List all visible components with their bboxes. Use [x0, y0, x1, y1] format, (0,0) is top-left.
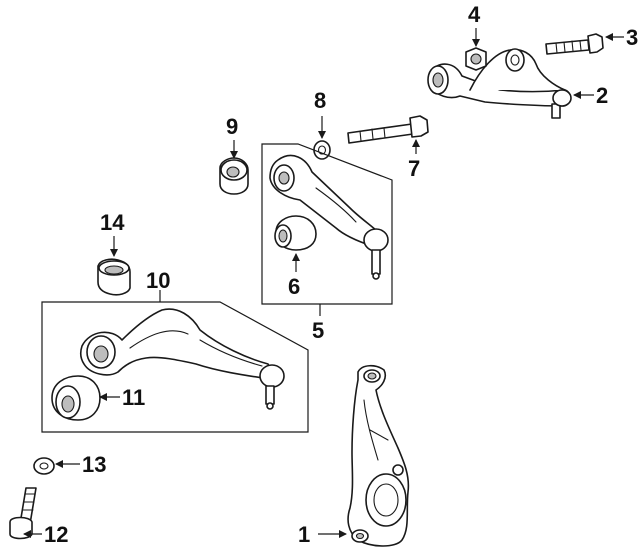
- bushing-front: [97, 258, 131, 296]
- callout-14: 14: [100, 210, 125, 257]
- callout-1-label: 1: [298, 522, 310, 547]
- callout-7: 7: [408, 139, 420, 181]
- callout-6-label: 6: [288, 274, 300, 299]
- callout-5: 5: [312, 304, 324, 343]
- nut-lower: [219, 157, 249, 195]
- callout-10-label: 10: [146, 268, 170, 293]
- callout-12: 12: [23, 522, 68, 547]
- steering-knuckle: [347, 364, 410, 547]
- lower-control-arm-assembly: [41, 301, 309, 433]
- callout-3-label: 3: [626, 25, 638, 50]
- callout-3: 3: [605, 25, 638, 50]
- bolt-long: [347, 115, 429, 144]
- callout-5-label: 5: [312, 318, 324, 343]
- callout-11: 11: [99, 385, 145, 410]
- callout-6: 6: [288, 253, 300, 299]
- callout-4-label: 4: [468, 2, 481, 27]
- washer-small: [33, 457, 55, 475]
- bolt-vertical: [9, 487, 37, 540]
- callout-9: 9: [226, 114, 238, 159]
- upper-control-arm: [427, 48, 572, 119]
- callout-2-label: 2: [596, 83, 608, 108]
- callout-1: 1: [298, 522, 347, 547]
- callout-10: 10: [146, 268, 170, 302]
- callout-13: 13: [55, 452, 106, 477]
- callout-13-label: 13: [82, 452, 106, 477]
- washer: [313, 140, 331, 160]
- callout-7-label: 7: [408, 156, 420, 181]
- callout-14-label: 14: [100, 210, 125, 235]
- nut-upper-arm: [465, 47, 487, 71]
- tension-strut-assembly: [261, 143, 393, 305]
- callout-8-label: 8: [314, 88, 326, 113]
- bolt-upper-arm: [545, 33, 604, 55]
- callout-4: 4: [468, 2, 481, 47]
- callout-11-label: 11: [122, 385, 145, 410]
- callout-2: 2: [573, 83, 608, 108]
- callout-9-label: 9: [226, 114, 238, 139]
- callout-12-label: 12: [44, 522, 68, 547]
- callout-8: 8: [314, 88, 326, 139]
